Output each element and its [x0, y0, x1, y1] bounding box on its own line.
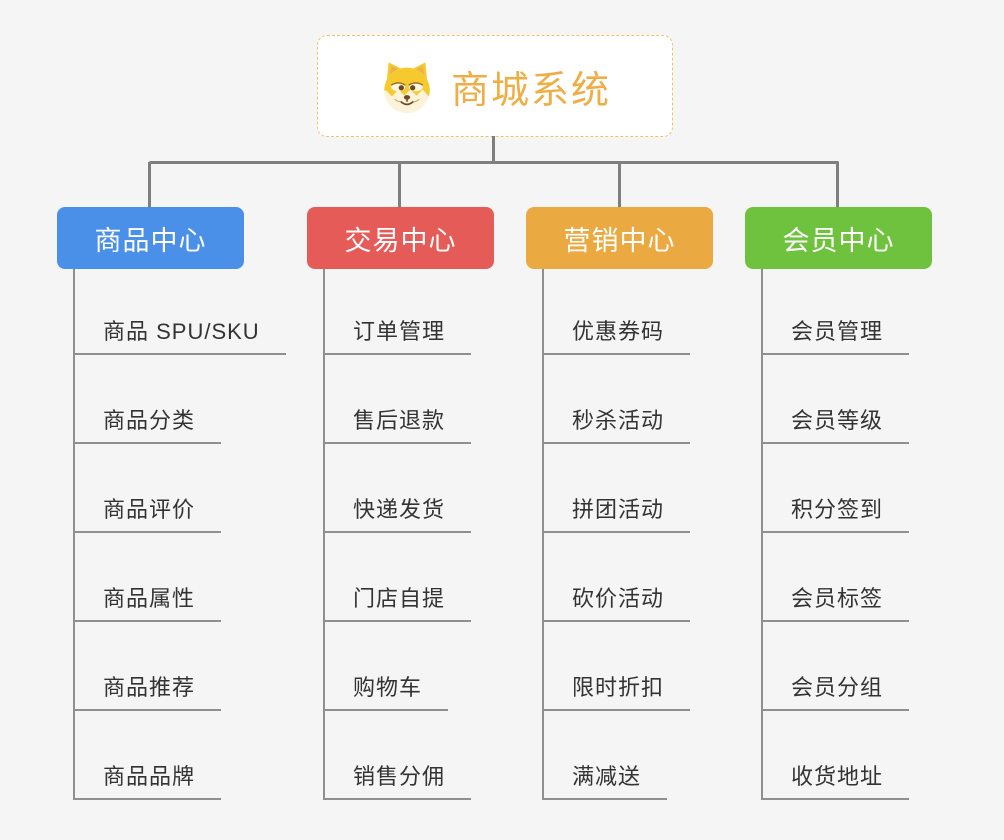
- connector-bus: [149, 161, 839, 164]
- branch-product-center[interactable]: 商品中心: [57, 207, 244, 269]
- leaf-topic[interactable]: 积分签到: [761, 495, 910, 533]
- doge-icon: [384, 62, 430, 114]
- branch-label: 交易中心: [344, 225, 457, 256]
- children-column-member: 会员管理 会员等级 积分签到 会员标签 会员分组 收货地址: [761, 269, 973, 800]
- leaf-topic[interactable]: 满减送: [542, 762, 668, 800]
- leaf-topic[interactable]: 商品 SPU/SKU: [73, 317, 286, 355]
- children-column-product: 商品 SPU/SKU 商品分类 商品评价 商品属性 商品推荐 商品品牌: [73, 269, 286, 800]
- connector-stub-product: [148, 162, 151, 208]
- leaf-topic[interactable]: 门店自提: [323, 584, 472, 622]
- leaf-topic[interactable]: 销售分佣: [323, 762, 472, 800]
- leaf-topic[interactable]: 会员分组: [761, 673, 910, 711]
- connector-root-stem: [492, 136, 495, 163]
- branch-marketing-center[interactable]: 营销中心: [526, 207, 713, 269]
- leaf-topic[interactable]: 商品评价: [73, 495, 222, 533]
- leaf-topic[interactable]: 砍价活动: [542, 584, 691, 622]
- children-column-marketing: 优惠券码 秒杀活动 拼团活动 砍价活动 限时折扣 满减送: [542, 269, 754, 800]
- leaf-topic[interactable]: 秒杀活动: [542, 406, 691, 444]
- leaf-topic[interactable]: 限时折扣: [542, 673, 691, 711]
- branch-label: 营销中心: [563, 225, 676, 256]
- children-column-trade: 订单管理 售后退款 快递发货 门店自提 购物车 销售分佣: [323, 269, 535, 800]
- connector-stub-marketing: [618, 162, 621, 208]
- branch-member-center[interactable]: 会员中心: [745, 207, 932, 269]
- leaf-topic[interactable]: 商品品牌: [73, 762, 222, 800]
- connector-stub-member: [836, 162, 839, 208]
- leaf-topic[interactable]: 快递发货: [323, 495, 472, 533]
- connector-stub-trade: [398, 162, 401, 208]
- branch-label: 商品中心: [94, 225, 207, 256]
- leaf-topic[interactable]: 商品分类: [73, 406, 222, 444]
- leaf-topic[interactable]: 订单管理: [323, 317, 472, 355]
- leaf-topic[interactable]: 会员管理: [761, 317, 910, 355]
- leaf-topic[interactable]: 优惠券码: [542, 317, 691, 355]
- root-title: 商城系统: [450, 69, 611, 112]
- leaf-topic[interactable]: 拼团活动: [542, 495, 691, 533]
- branch-label: 会员中心: [782, 225, 895, 256]
- leaf-topic[interactable]: 商品推荐: [73, 673, 222, 711]
- branch-trade-center[interactable]: 交易中心: [307, 207, 494, 269]
- leaf-topic[interactable]: 售后退款: [323, 406, 472, 444]
- leaf-topic[interactable]: 商品属性: [73, 584, 222, 622]
- root-topic[interactable]: 商城系统: [317, 35, 673, 137]
- leaf-topic[interactable]: 购物车: [323, 673, 449, 711]
- leaf-topic[interactable]: 收货地址: [761, 762, 910, 800]
- leaf-topic[interactable]: 会员标签: [761, 584, 910, 622]
- leaf-topic[interactable]: 会员等级: [761, 406, 910, 444]
